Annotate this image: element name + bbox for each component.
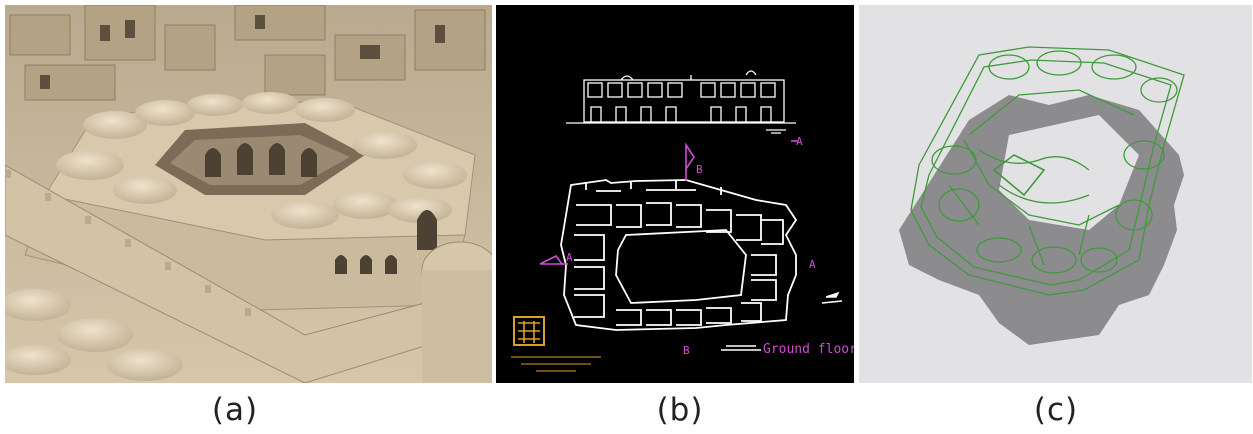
3d-model-render xyxy=(859,5,1252,383)
section-marker-a-right: A xyxy=(809,258,816,271)
stamp-logo-icon xyxy=(513,316,545,346)
caption-b: (b) xyxy=(656,392,704,428)
model-wireframe xyxy=(910,46,1185,296)
floor-plan-drawing xyxy=(560,179,798,331)
cad-plan-drawing: B A A A B Ground floor xyxy=(496,5,854,383)
title-block-icon xyxy=(511,356,601,372)
floor-label: Ground floor xyxy=(763,342,854,357)
section-marker-b-bottom: B xyxy=(683,344,690,357)
section-marker-a-elevation: A xyxy=(796,135,803,148)
section-marker-a-left: A xyxy=(566,251,573,264)
elevation-drawing xyxy=(566,70,796,134)
north-arrow-icon xyxy=(821,291,843,304)
photo-caravanserai xyxy=(5,5,492,383)
section-marker-b-top: B xyxy=(696,163,703,176)
caption-c: (c) xyxy=(1033,392,1079,428)
caption-a: (a) xyxy=(211,392,259,428)
scale-bar-icon xyxy=(721,345,761,351)
